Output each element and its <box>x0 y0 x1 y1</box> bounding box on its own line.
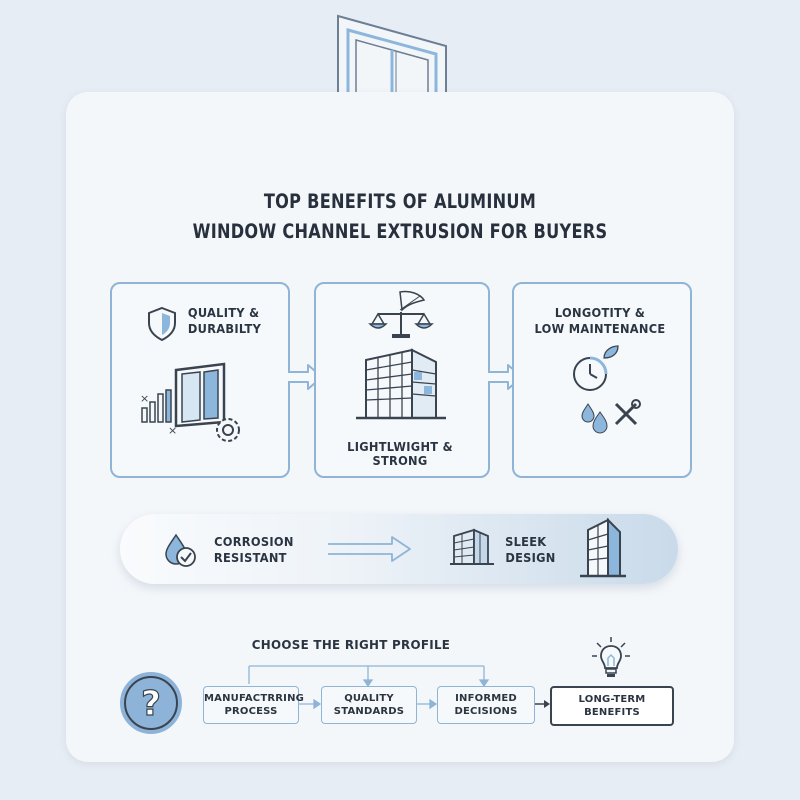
shield-icon <box>148 306 176 342</box>
banner-sleek-line-2: DESIGN <box>505 551 556 565</box>
banner-corrosion-line-1: CORROSION <box>214 535 294 549</box>
banner-corrosion-line-2: RESISTANT <box>213 551 287 565</box>
title-line-1: TOP BENEFITS OF ALUMINUM <box>263 190 537 213</box>
flow-step-manufacturing-line-1: MANUFACTRRING <box>204 693 305 704</box>
building-icon <box>450 528 494 565</box>
flow-step-informed-line-2: DECISIONS <box>454 706 518 717</box>
flow-step-manufacturing-line-2: PROCESS <box>224 706 278 717</box>
benefit-longevity-line-1: LONGOTITY & <box>554 306 646 320</box>
benefit-quality-line-2: DURABILTY <box>187 322 262 336</box>
lightbulb-icon <box>592 637 630 677</box>
question-mark-glyph: ? <box>141 684 161 724</box>
arrow-right-icon <box>328 536 411 562</box>
window-gear-chart-icon: × × <box>140 362 240 442</box>
flow-step-long-term-line-2: BENEFITS <box>584 707 640 718</box>
flow-step-quality: QUALITY STANDARDS <box>321 686 417 724</box>
clock-leaf-tools-icon <box>573 345 641 434</box>
banner-sleek-line-1: SLEEK <box>505 535 547 549</box>
scale-feather-icon <box>368 290 434 338</box>
flow-step-long-term-line-1: LONG-TERM <box>578 694 646 705</box>
flow-step-quality-line-2: STANDARDS <box>333 706 405 717</box>
benefit-longevity-line-2: LOW MAINTENANCE <box>534 322 666 336</box>
flow-step-manufacturing: MANUFACTRRING PROCESS <box>203 686 305 724</box>
skyscraper-icon <box>580 517 626 578</box>
flow-step-informed: INFORMED DECISIONS <box>437 686 535 724</box>
flow-step-quality-line-1: QUALITY <box>344 693 394 704</box>
svg-text:×: × <box>140 392 149 405</box>
benefits-banner <box>120 514 678 584</box>
question-mark-icon: ? <box>118 670 184 736</box>
title-line-2: WINDOW CHANNEL EXTRUSION FOR BUYERS <box>192 220 608 243</box>
benefit-quality-line-1: QUALITY & <box>187 306 260 320</box>
svg-text:×: × <box>168 424 177 437</box>
water-drop-check-icon <box>165 533 196 567</box>
choose-heading: CHOOSE THE RIGHT PROFILE <box>251 637 451 652</box>
benefit-lightweight-label: LIGHTLWIGHT & STRONG <box>347 440 453 468</box>
flow-step-informed-line-1: INFORMED <box>455 693 517 704</box>
building-icon <box>356 348 446 420</box>
flow-step-long-term: LONG-TERM BENEFITS <box>550 686 674 726</box>
